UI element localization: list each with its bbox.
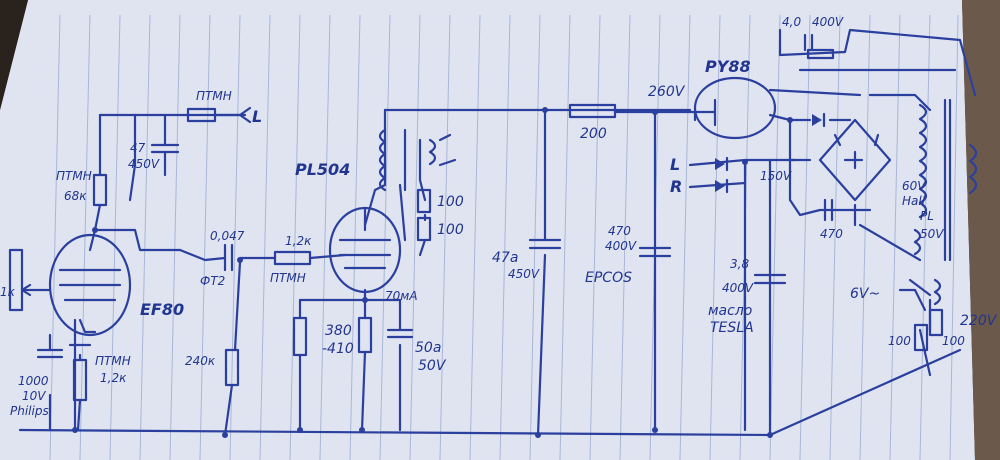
resistor-100-d (928, 308, 944, 337)
label-L-in: L (670, 155, 680, 174)
tube-pl504 (328, 206, 402, 294)
label-cap-1000: 1000 (18, 374, 49, 388)
label-cap-470-v: 400V (605, 239, 637, 253)
resistor-200 (568, 103, 617, 119)
label-v150: 150V (760, 169, 792, 183)
label-res-1k: 1к (0, 285, 16, 299)
label-res-100-b: 100 (437, 222, 464, 238)
resistor-240k (224, 348, 240, 387)
label-cap-0047: 0,047 (210, 229, 245, 243)
diode-L (715, 156, 729, 172)
label-res-12k-grid: 1,2к (285, 234, 312, 248)
resistor-100-b (416, 216, 432, 242)
label-py88: PY88 (705, 57, 751, 76)
capacitor-470-epcos (638, 246, 672, 258)
tube-py88 (693, 76, 792, 140)
label-res-410: -410 (322, 341, 354, 357)
label-cap-50v: 50V (418, 358, 447, 374)
label-res-380: 380 (325, 323, 352, 339)
label-cap-40-v: 400V (812, 15, 844, 29)
label-ptmh-left: ПТМН (56, 169, 92, 183)
potentiometer-1k (8, 248, 52, 312)
label-cap-47: 47 (130, 141, 146, 155)
label-v60: 60V (902, 179, 926, 193)
label-pl504: PL504 (295, 160, 350, 179)
label-res-240k: 240к (185, 354, 216, 368)
label-cap-38: 3,8 (730, 257, 749, 271)
resistor-cathode-1-2k (72, 358, 88, 402)
capacitor-3-8 (753, 273, 787, 285)
label-cap-470: 470 (608, 224, 631, 238)
resistor-cathode-380 (357, 316, 373, 354)
output-transformer-coils (378, 128, 457, 192)
label-res-68k: 68к (64, 189, 87, 203)
resistor-cathode-a (292, 316, 308, 357)
heater-winding (933, 278, 942, 306)
label-v260: 260V (648, 84, 686, 100)
label-epcos: EPCOS (585, 270, 632, 286)
label-hall: Hall (902, 194, 926, 208)
resistor-100-a (416, 188, 432, 214)
label-maslo: масло (708, 303, 752, 319)
tube-ef80 (48, 233, 132, 337)
diode-R (715, 178, 729, 194)
label-L-out: L (252, 107, 262, 126)
label-cap-47a-v: 450V (508, 267, 540, 281)
junction-dots (72, 107, 793, 438)
power-transformer (913, 98, 978, 262)
label-ptmh-top: ПТМН (196, 89, 232, 103)
label-cap-10v: 10V (22, 389, 46, 403)
label-ft2: ФТ2 (200, 274, 225, 288)
resistor-68k (92, 173, 108, 207)
label-res-100-d: 100 (942, 334, 965, 348)
label-res-200: 200 (580, 126, 607, 142)
label-res-100-a: 100 (437, 194, 464, 210)
label-ptmh-grid: ПТМН (270, 271, 306, 285)
label-res-12k-cath: 1,2к (100, 371, 127, 385)
capacitor-1000 (36, 348, 64, 359)
label-ptmh-cath: ПТМН (95, 354, 131, 368)
label-v50: 50V (920, 227, 944, 241)
label-tesla: TESLA (710, 320, 754, 336)
capacitor-4-0 (803, 33, 835, 60)
resistor-ptmh-top (186, 106, 252, 124)
capacitor-47a (528, 238, 562, 250)
label-cap-38-v: 400V (722, 281, 754, 295)
label-cap-40: 4,0 (782, 15, 801, 29)
label-cap-470b: 470 (820, 227, 843, 241)
capacitor-470-bridge (823, 198, 834, 222)
label-v220: 220V (960, 313, 998, 329)
notebook-ruled-lines (49, 14, 959, 460)
label-ef80: EF80 (140, 300, 184, 319)
diode-bridge-top (812, 112, 826, 128)
label-pl-sec: PL (920, 209, 934, 223)
label-cap-47a: 47а (492, 250, 518, 266)
capacitor-50a (386, 328, 414, 339)
label-res-100-c: 100 (888, 334, 911, 348)
label-v6: 6V~ (850, 286, 880, 302)
bridge-rectifier (818, 118, 892, 202)
capacitor-47 (150, 113, 180, 177)
resistor-grid-1-2k (273, 250, 312, 266)
capacitor-0047 (223, 243, 234, 272)
label-R-in: R (670, 177, 682, 196)
label-cap-50a: 50а (415, 340, 441, 356)
label-philips: Philips (10, 404, 49, 418)
label-cap-450v: 450V (128, 157, 160, 171)
label-ma70: 70мА (385, 289, 418, 303)
resistor-100-c (913, 323, 929, 352)
